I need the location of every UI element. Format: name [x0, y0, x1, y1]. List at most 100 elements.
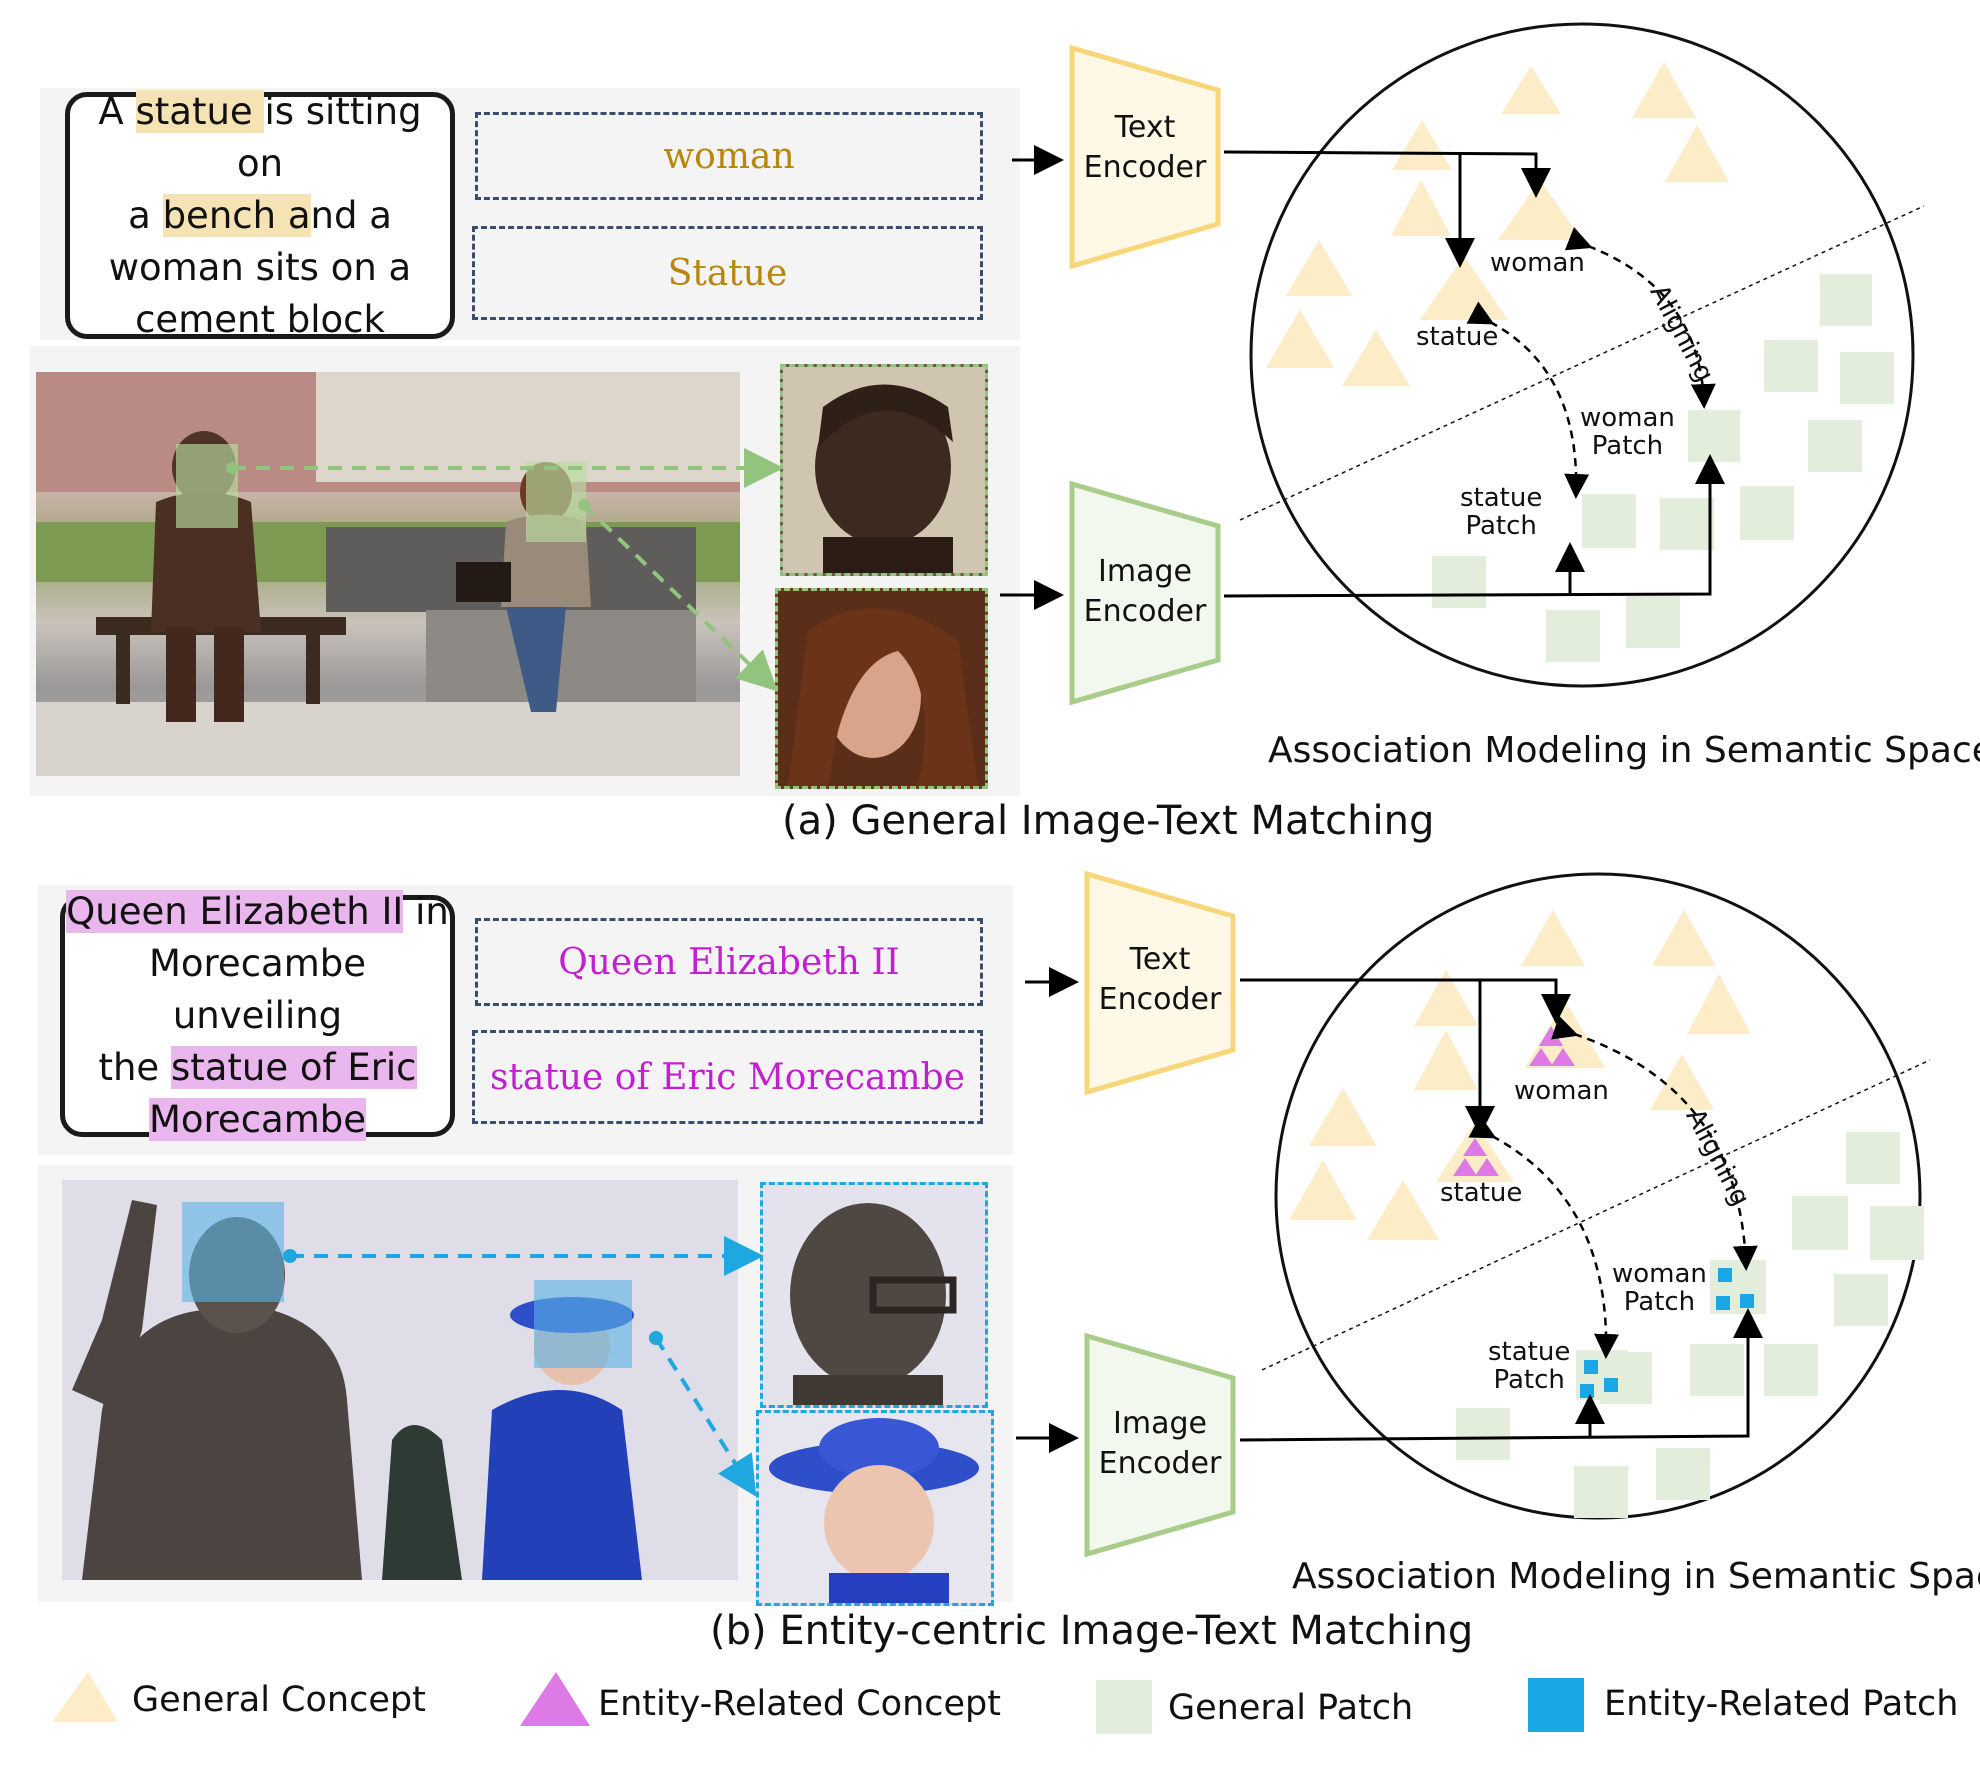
panel-b-photo	[62, 1180, 738, 1580]
panel-a-entity-woman: woman	[475, 112, 983, 200]
general-patch-mark	[1456, 1408, 1510, 1460]
panel-a-caption-box: A statue is sitting on a bench and a wom…	[65, 89, 455, 341]
aligning-curve-statue-a	[1466, 301, 1590, 499]
panel-a-image-encoder-shape	[1069, 480, 1221, 706]
encoder-label-line: Encoder	[1098, 982, 1222, 1017]
encoder-label-line: Text	[1114, 110, 1176, 145]
general-patch-mark	[1834, 1274, 1888, 1326]
legend-general-patch-icon	[1096, 1680, 1152, 1734]
general-patch-mark	[1764, 1344, 1818, 1396]
space-a-statue-label: statue	[1416, 322, 1499, 352]
panel-b-caption-box: Queen Elizabeth II in Morecambe unveilin…	[60, 890, 455, 1141]
caption-word: is sitting on	[236, 89, 422, 185]
general-concept-mark	[1286, 240, 1352, 296]
general-patch-mark	[1792, 1196, 1848, 1250]
legend-entity-patch-label: Entity-Related Patch	[1604, 1684, 1959, 1724]
dashed-arrow-origin-b2	[649, 1331, 663, 1345]
caption-highlight-queen: Queen Elizabeth II	[66, 890, 404, 933]
space-a-statue-patch-label: statue Patch	[1460, 484, 1542, 540]
dashed-arrow-origin-b1	[283, 1249, 297, 1263]
caption-word: A	[98, 89, 124, 133]
general-patch-mark	[1656, 1448, 1710, 1500]
caption-highlight-statue: statue	[135, 89, 265, 133]
panel-a-title: (a) General Image-Text Matching	[782, 798, 1435, 844]
panel-a-photo-art	[36, 372, 740, 776]
encoder-label-line: Encoder	[1083, 594, 1207, 629]
caption-word: nd a	[310, 193, 392, 237]
general-patch-mark	[1660, 498, 1714, 550]
general-patches-a	[1432, 274, 1894, 662]
legend-entity-patch-icon	[1528, 1678, 1584, 1732]
caption-word: a	[128, 193, 151, 237]
image-encoder-link-b	[1239, 1308, 1763, 1442]
aligning-curve-woman-a	[1564, 227, 1716, 409]
statue-eric-face-art	[763, 1185, 985, 1405]
patch-label-line: statue	[1488, 1337, 1571, 1367]
entity-patch-mark	[1580, 1384, 1594, 1398]
general-patch-mark	[1808, 420, 1862, 472]
patch-label-line: Patch	[1465, 511, 1537, 541]
patch-label-line: Patch	[1623, 1287, 1696, 1317]
panel-a-space-title: Association Modeling in Semantic Space	[1268, 730, 1980, 771]
semantic-space-a	[1249, 22, 1915, 688]
entity-patch-mark	[1740, 1294, 1754, 1308]
dashed-arrow-origin-a2	[578, 499, 590, 511]
space-a-woman-label: woman	[1490, 248, 1585, 278]
entity-patch-mark	[1584, 1360, 1598, 1374]
encoder-label-line: Text	[1129, 942, 1191, 977]
dashed-arrow-queen-crop-b	[654, 1336, 757, 1497]
general-concept-mark	[1414, 1030, 1478, 1090]
woman-face-art	[778, 591, 985, 786]
encoder-label-line: Encoder	[1083, 150, 1207, 185]
patch-label-line: woman	[1612, 1259, 1707, 1289]
general-concept-mark	[1414, 970, 1478, 1026]
patch-label-line: statue	[1460, 483, 1543, 513]
statue-face-art	[783, 367, 985, 573]
dashed-arrow-origin-a1	[226, 462, 238, 474]
caption-word: in	[403, 890, 449, 933]
general-concept-mark	[1632, 62, 1696, 118]
general-patch-mark	[1870, 1206, 1924, 1260]
patch-label-line: woman	[1580, 403, 1675, 433]
caption-line: woman sits on a	[108, 245, 412, 289]
general-patch-mark	[1840, 352, 1894, 404]
dashed-arrow-woman-crop-a	[582, 503, 778, 692]
panel-b-title: (b) Entity-centric Image-Text Matching	[710, 1608, 1474, 1654]
encoder-label-line: Image	[1113, 1406, 1207, 1441]
legend-general-concept-label: General Concept	[132, 1680, 426, 1720]
panel-b-entity-queen: Queen Elizabeth II	[475, 918, 983, 1006]
panel-b-text-encoder-shape	[1084, 870, 1236, 1096]
general-concept-mark	[1289, 1160, 1357, 1220]
caption-highlight-statue: statue of Eric	[170, 1046, 417, 1089]
general-patch-mark	[1764, 340, 1818, 392]
general-concepts-a	[1266, 62, 1729, 386]
entity-patch-mark	[1718, 1268, 1732, 1282]
space-b-woman-patch-label: woman Patch	[1612, 1260, 1707, 1316]
caption-line: cement block	[135, 297, 385, 341]
panel-b-crop-statue-face	[760, 1182, 988, 1408]
legend-entity-concept-icon	[520, 1672, 590, 1726]
general-patch-mark	[1688, 410, 1740, 462]
panel-a-text-encoder-shape	[1069, 44, 1221, 270]
entity-patch-mark	[1604, 1378, 1618, 1392]
aligning-curve-woman-b	[1551, 1015, 1758, 1271]
panel-b-photo-art	[62, 1180, 738, 1580]
space-b-statue-label: statue	[1440, 1178, 1523, 1208]
general-patch-mark	[1820, 274, 1872, 326]
panel-a-crop-woman-face	[775, 588, 988, 789]
general-concept-mark	[1392, 120, 1452, 170]
general-patch-mark	[1582, 494, 1636, 548]
legend-general-patch-label: General Patch	[1168, 1688, 1414, 1728]
general-concept-mark	[1687, 974, 1751, 1034]
caption-word: the	[98, 1046, 171, 1089]
general-concept-mark	[1501, 66, 1561, 114]
panel-b-space-title: Association Modeling in Semantic Space	[1292, 1556, 1980, 1597]
general-patch-mark	[1690, 1344, 1744, 1396]
general-patch-mark	[1574, 1466, 1628, 1518]
general-concept-mark	[1342, 330, 1410, 386]
panel-a-entity-statue: Statue	[472, 226, 983, 320]
queen-face-art	[759, 1413, 991, 1603]
general-concept-mark	[1652, 910, 1716, 966]
